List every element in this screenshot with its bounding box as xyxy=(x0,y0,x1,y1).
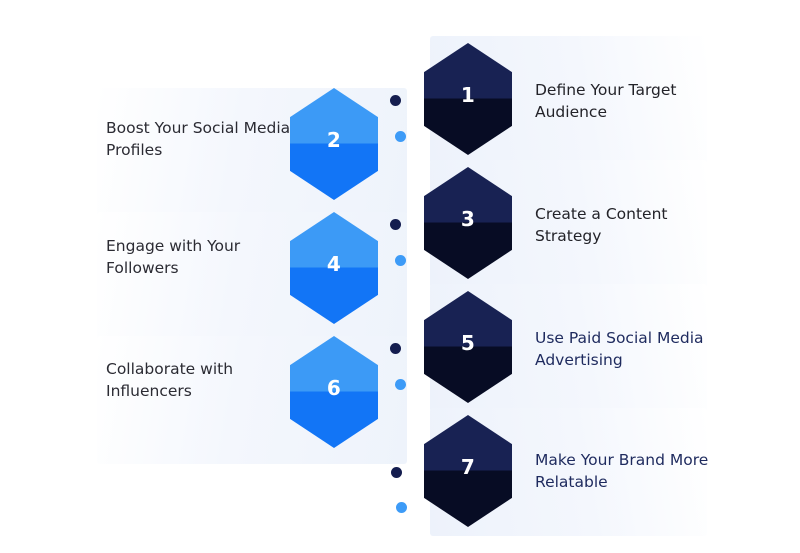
step-hexagon-5[interactable]: 5 xyxy=(424,291,512,403)
step-number-3: 3 xyxy=(460,207,476,232)
step-number-5: 5 xyxy=(460,331,476,356)
step-label-6: Collaborate with Influencers xyxy=(106,360,234,401)
step-number-2: 2 xyxy=(326,128,342,153)
connector-dot-dark-7 xyxy=(391,467,402,478)
step-label-1: Define Your Target Audience xyxy=(535,81,677,122)
connector-dot-light-3 xyxy=(395,255,406,266)
step-label-3: Create a Content Strategy xyxy=(535,205,668,246)
step-number-7: 7 xyxy=(460,455,476,480)
connector-dot-dark-5 xyxy=(390,343,401,354)
step-hexagon-4[interactable]: 4 xyxy=(290,212,378,324)
step-number-6: 6 xyxy=(326,376,342,401)
step-label-2: Boost Your Social Media Profiles xyxy=(106,119,291,160)
step-hexagon-6[interactable]: 6 xyxy=(290,336,378,448)
step-hexagon-1[interactable]: 1 xyxy=(424,43,512,155)
step-hexagon-7[interactable]: 7 xyxy=(424,415,512,527)
step-hexagon-2[interactable]: 2 xyxy=(290,88,378,200)
connector-dot-dark-1 xyxy=(390,95,401,106)
connector-dot-light-7 xyxy=(396,502,407,513)
step-label-7: Make Your Brand More Relatable xyxy=(535,451,709,492)
step-hexagon-3[interactable]: 3 xyxy=(424,167,512,279)
connector-dot-light-5 xyxy=(395,379,406,390)
step-number-1: 1 xyxy=(460,83,476,108)
step-label-5: Use Paid Social Media Advertising xyxy=(535,329,704,370)
connector-dot-light-1 xyxy=(395,131,406,142)
step-number-4: 4 xyxy=(326,252,342,277)
step-label-4: Engage with Your Followers xyxy=(106,237,241,278)
connector-dot-dark-3 xyxy=(390,219,401,230)
